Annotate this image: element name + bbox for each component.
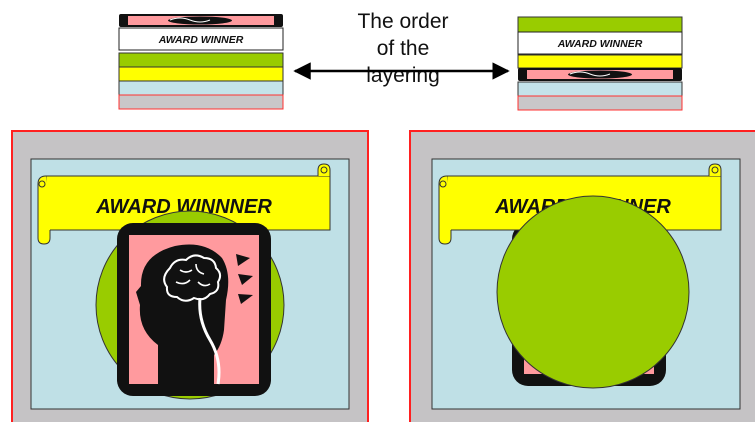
right-stack-award-text: AWARD WINNER [557, 38, 643, 50]
right-composite-panel: AWARD WINNNER [409, 130, 755, 422]
left-stack-icon-layer [119, 14, 283, 27]
left-layer-stack: AWARD WINNER [118, 14, 284, 110]
caption-line-2: of the [376, 37, 430, 60]
left-composite-panel: AWARD WINNNER [11, 130, 369, 422]
right-stack-award-label: AWARD WINNER [517, 31, 683, 55]
right-green-circle [496, 195, 690, 389]
caption-line-1: The order [357, 10, 449, 33]
left-scroll-banner-icon [37, 163, 331, 245]
right-stack-icon-layer [518, 68, 682, 81]
left-stack-yellow-layer [118, 66, 284, 82]
left-stack-award-text: AWARD WINNER [158, 34, 244, 46]
right-layer-stack: AWARD WINNER [517, 16, 683, 111]
right-stack-grey-layer [517, 95, 683, 111]
left-stack-green-layer [118, 52, 284, 68]
left-stack-award-label: AWARD WINNER [118, 27, 284, 51]
brain-head-profile-icon [117, 223, 271, 396]
left-stack-lightblue-layer [118, 80, 284, 96]
right-stack-yellow-layer [517, 54, 683, 69]
left-banner-text: AWARD WINNNER [95, 196, 272, 218]
right-stack-green-layer [517, 16, 683, 33]
left-stack-grey-layer [118, 94, 284, 110]
right-stack-lightblue-layer [517, 81, 683, 97]
